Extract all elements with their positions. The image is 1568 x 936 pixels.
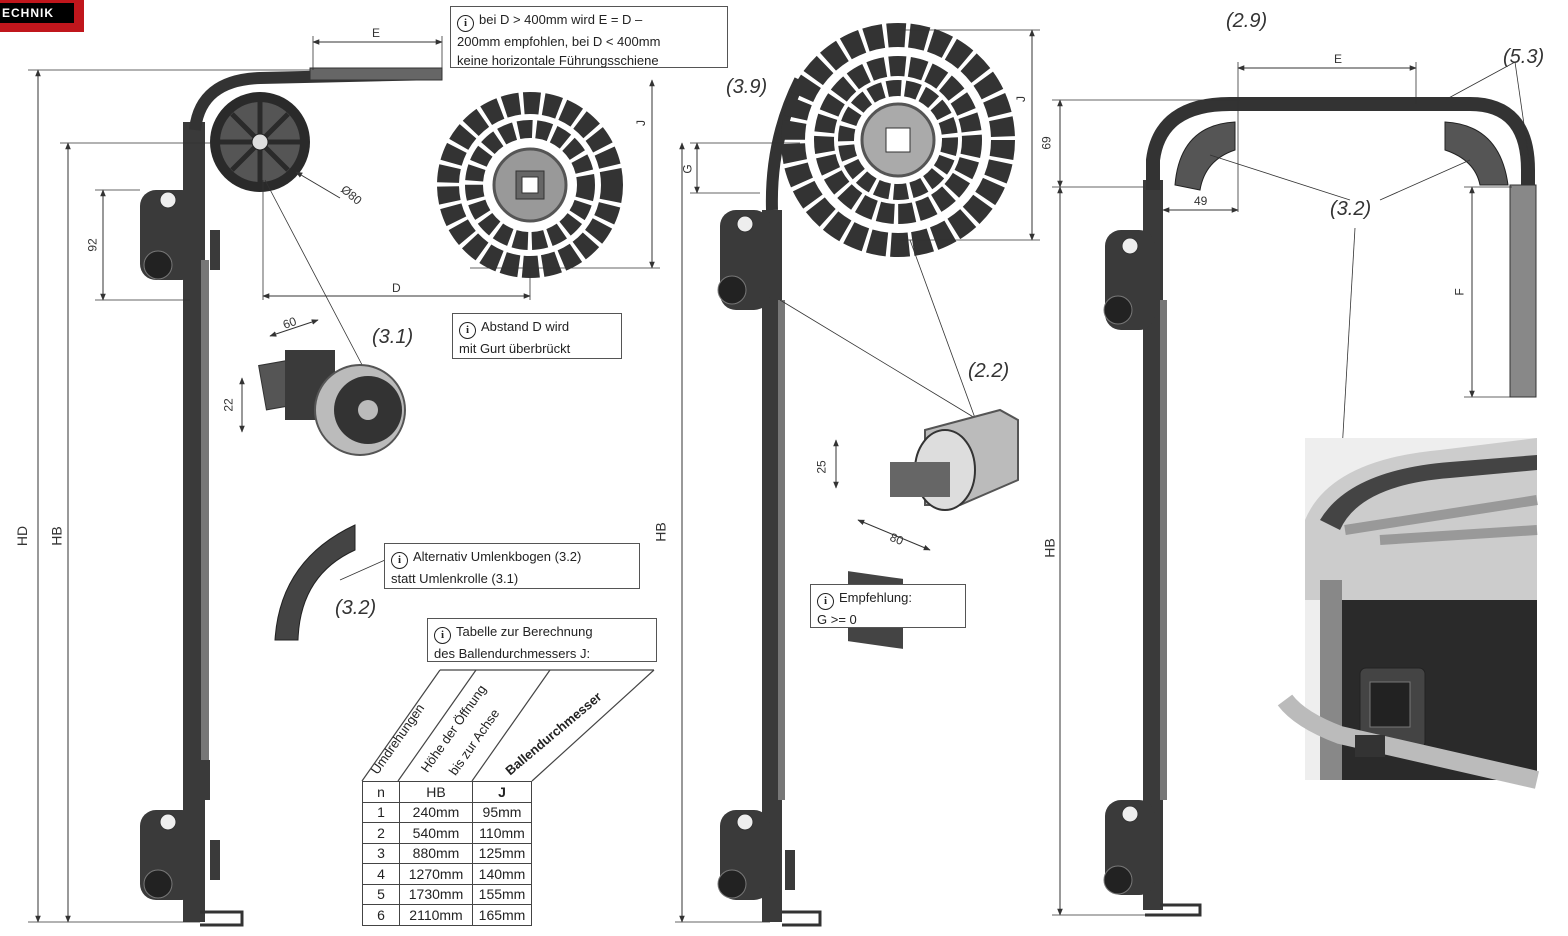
note-empfehlung: i Empfehlung: G >= 0 <box>810 584 966 628</box>
left-assembly <box>28 36 660 927</box>
rail-slot <box>201 260 209 800</box>
logo-text: ECHNIK <box>2 6 55 20</box>
ref-3-9: (3.9) <box>726 76 768 98</box>
table-cell: 165mm <box>472 904 532 926</box>
table-cell: 1270mm <box>399 863 473 885</box>
dim-e-right: E <box>1334 52 1343 66</box>
right-assembly <box>1052 61 1540 917</box>
info-icon: i <box>459 322 476 339</box>
note-alternativ: i Alternativ Umlenkbogen (3.2) statt Umle… <box>384 543 640 589</box>
table-cell: 240mm <box>399 801 473 823</box>
table-cell: 2110mm <box>399 904 473 926</box>
subheader-j: J <box>472 781 532 803</box>
pulley-detail <box>239 319 406 456</box>
arc-bend-right <box>1444 121 1509 186</box>
dim-j-middle: J <box>1014 96 1028 102</box>
table-cell: 2 <box>362 822 400 844</box>
table-cell: 4 <box>362 863 400 885</box>
table-cell: 5 <box>362 883 400 905</box>
ref-3-1: (3.1) <box>372 326 414 348</box>
ref-2-2: (2.2) <box>968 360 1010 382</box>
info-icon: i <box>434 627 451 644</box>
dim-f: F <box>1452 288 1467 296</box>
table-subheader-row: n HB J <box>362 781 532 803</box>
dim-j-left: J <box>634 120 648 126</box>
table-cell: 110mm <box>472 822 532 844</box>
belt-coil-middle <box>781 23 1015 257</box>
dim-hd: HD <box>14 525 31 547</box>
note-tabelle-line1: Tabelle zur Berechnung <box>456 624 593 639</box>
table-cell: 125mm <box>472 842 532 864</box>
note-e-rule-line3: keine horizontale Führungsschiene <box>457 53 659 68</box>
belt-top-left <box>189 68 441 131</box>
note-e-rule-line2: 200mm empfohlen, bei D < 400mm <box>457 34 661 49</box>
guide-rail-left <box>183 122 205 922</box>
table-cell: 6 <box>362 904 400 926</box>
brand-logo: ECHNIK <box>0 0 84 32</box>
note-empfehlung-line1: Empfehlung: <box>839 590 912 605</box>
dim-49: 49 <box>1194 194 1208 208</box>
table-cell: 1 <box>362 801 400 823</box>
table-cell: 155mm <box>472 883 532 905</box>
note-abstand-line2: mit Gurt überbrückt <box>459 341 571 356</box>
note-alternativ-line2: statt Umlenkrolle (3.1) <box>391 571 519 586</box>
dim-25: 25 <box>814 460 829 474</box>
table-cell: 95mm <box>472 801 532 823</box>
table-cell: 140mm <box>472 863 532 885</box>
note-tabelle: i Tabelle zur Berechnung des Ballendurchm… <box>427 618 657 662</box>
table-cell: 880mm <box>399 842 473 864</box>
closeup-detail <box>1277 438 1540 789</box>
belt-coil-left <box>437 92 623 278</box>
note-alternativ-line1: Alternativ Umlenkbogen (3.2) <box>413 549 582 564</box>
arc-guide-detail <box>274 524 386 641</box>
pulley-wheel <box>210 92 310 192</box>
table-cell: 3 <box>362 842 400 864</box>
ref-5-3: (5.3) <box>1503 46 1545 68</box>
note-abstand-line1: Abstand D wird <box>481 319 570 334</box>
info-icon: i <box>457 15 474 32</box>
dim-g: G <box>680 164 695 174</box>
info-icon: i <box>817 593 834 610</box>
dim-92: 92 <box>85 238 100 252</box>
ref-2-9: (2.9) <box>1226 10 1268 32</box>
ref-3-2-right: (3.2) <box>1330 198 1372 220</box>
arc-bend-left <box>1174 121 1236 191</box>
note-abstand: i Abstand D wird mit Gurt überbrückt <box>452 313 622 359</box>
table-cell: 540mm <box>399 822 473 844</box>
note-e-rule-line1: bei D > 400mm wird E = D – <box>479 12 643 27</box>
info-icon: i <box>391 552 408 569</box>
table-cell: 1730mm <box>399 883 473 905</box>
dim-e-left: E <box>372 26 381 40</box>
horizontal-guide <box>309 67 443 81</box>
note-empfehlung-line2: G >= 0 <box>817 612 857 627</box>
dim-hb-middle: HB <box>652 522 669 542</box>
dim-hb-right: HB <box>1041 538 1058 558</box>
note-tabelle-line2: des Ballendurchmessers J: <box>434 646 591 661</box>
note-e-rule: i bei D > 400mm wird E = D – 200mm empfoh… <box>450 6 728 68</box>
ref-3-2-left: (3.2) <box>335 597 377 619</box>
middle-assembly <box>675 23 1040 927</box>
dim-22: 22 <box>221 398 236 412</box>
subheader-n: n <box>362 781 400 803</box>
guide-rail-right <box>1143 180 1163 910</box>
dim-d: D <box>392 281 401 295</box>
dim-69: 69 <box>1039 136 1054 150</box>
subheader-hb: HB <box>399 781 473 803</box>
logo-bar <box>0 3 74 23</box>
dim-hb-left: HB <box>48 526 65 546</box>
guide-rail-middle <box>762 210 782 922</box>
